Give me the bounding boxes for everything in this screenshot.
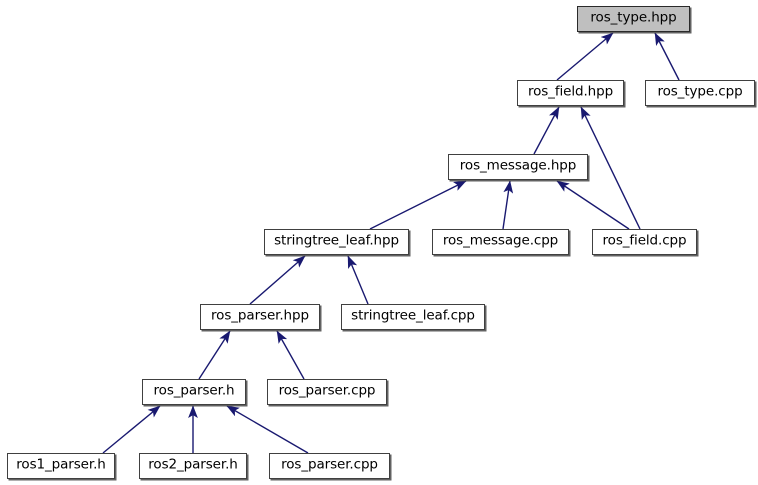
graph-node-ros-message-hpp[interactable]: ros_message.hpp [448, 154, 588, 180]
graph-node-ros-message-cpp[interactable]: ros_message.cpp [432, 229, 569, 255]
graph-node-ros-parser-cpp-mid[interactable]: ros_parser.cpp [267, 379, 387, 405]
graph-node-label: ros_parser.h [153, 382, 235, 399]
graph-edge-ros-type-cpp-to-ros-type-hpp [654, 32, 680, 81]
graph-edge-stringtree-leaf-cpp-to-stringtree-leaf-hpp [347, 255, 369, 305]
graph-edge-ros-parser-h-to-ros-parser-hpp [198, 330, 231, 380]
graph-node-label: ros2_parser.h [148, 456, 238, 473]
graph-node-label: ros_field.hpp [527, 83, 614, 100]
graph-node-ros2-parser-h[interactable]: ros2_parser.h [139, 453, 247, 479]
graph-node-label: ros_parser.hpp [211, 307, 309, 324]
graph-edge-ros-message-hpp-to-ros-field-hpp [533, 106, 560, 155]
graph-edge-ros-parser-cpp-mid-to-ros-parser-hpp [276, 330, 305, 380]
graph-node-label: ros_parser.cpp [281, 456, 378, 473]
graph-edge-ros-message-cpp-to-ros-message-hpp [502, 180, 514, 230]
graph-node-label: ros_message.hpp [459, 157, 577, 174]
graph-edge-ros-field-cpp-to-ros-field-hpp [580, 106, 641, 230]
graph-edge-ros-field-cpp-to-ros-message-hpp [556, 180, 630, 230]
graph-node-label: stringtree_leaf.cpp [351, 307, 475, 324]
graph-node-ros-parser-h[interactable]: ros_parser.h [142, 379, 246, 405]
graph-node-label: stringtree_leaf.hpp [274, 232, 399, 249]
graph-node-ros-parser-cpp-bottom[interactable]: ros_parser.cpp [269, 453, 390, 479]
graph-edge-ros-parser-hpp-to-stringtree-leaf-hpp [249, 255, 306, 305]
graph-node-label: ros_type.cpp [657, 83, 743, 100]
graph-node-label: ros_parser.cpp [278, 382, 376, 399]
graph-node-ros-field-cpp[interactable]: ros_field.cpp [592, 229, 697, 255]
graph-node-ros-field-hpp[interactable]: ros_field.hpp [517, 80, 624, 106]
graph-edge-stringtree-leaf-hpp-to-ros-message-hpp [369, 180, 467, 230]
graph-node-ros-parser-hpp[interactable]: ros_parser.hpp [200, 304, 320, 330]
graph-edge-ros-parser-cpp-bottom-to-ros-parser-h [226, 405, 309, 454]
graph-node-ros-type-cpp[interactable]: ros_type.cpp [645, 80, 755, 106]
graph-node-stringtree-leaf-cpp[interactable]: stringtree_leaf.cpp [341, 304, 485, 330]
graph-node-stringtree-leaf-hpp[interactable]: stringtree_leaf.hpp [264, 229, 409, 255]
graph-node-ros1-parser-h[interactable]: ros1_parser.h [7, 453, 115, 479]
graph-edge-ros1-parser-h-to-ros-parser-h [102, 405, 161, 454]
graph-node-ros-type-hpp[interactable]: ros_type.hpp [577, 6, 690, 32]
graph-node-label: ros_message.cpp [442, 232, 559, 249]
graph-node-label: ros_type.hpp [590, 9, 677, 26]
graph-node-label: ros_field.cpp [602, 232, 687, 249]
graph-node-label: ros1_parser.h [16, 456, 106, 473]
graph-edge-ros-field-hpp-to-ros-type-hpp [556, 32, 614, 81]
